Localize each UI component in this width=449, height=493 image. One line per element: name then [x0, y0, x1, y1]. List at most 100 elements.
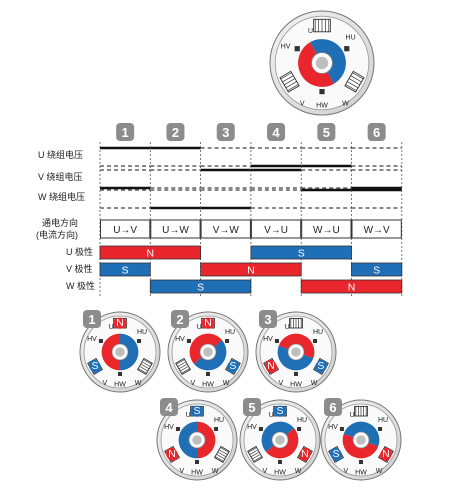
w-polarity-label: W 极性 [66, 280, 95, 291]
coil-label-w: W [311, 380, 318, 387]
coil-label-u: U [308, 28, 313, 35]
coil-winding [347, 81, 359, 89]
hall-sensor [339, 427, 344, 431]
coil-winding [283, 78, 296, 86]
coil-winding [218, 449, 228, 455]
pole-label: S [276, 405, 283, 417]
step-header-badge [166, 123, 185, 141]
u-polarity-pole: S [298, 248, 305, 260]
pole-u [190, 405, 204, 417]
coil-winding [280, 72, 292, 80]
pole-label: S [333, 448, 340, 460]
coil-winding [252, 453, 261, 460]
hall-label-hw: HW [316, 103, 328, 110]
pole-w [315, 359, 327, 373]
coil-w: N [377, 445, 394, 463]
pole-v [89, 359, 101, 373]
rotor-south-half [178, 421, 197, 459]
v-polarity-bar [351, 262, 403, 277]
step-header-number: 3 [222, 125, 229, 140]
step-header-number: 5 [323, 125, 330, 140]
hall-sensor [206, 372, 210, 376]
hall-label-hu: HU [214, 417, 224, 424]
coil-w: N [296, 445, 313, 463]
step-motor-number: 1 [88, 312, 95, 327]
hall-sensor [98, 339, 103, 343]
step-header-badge [367, 123, 386, 141]
hall-label-hv: HV [263, 336, 273, 343]
w-polarity-pole: S [197, 282, 204, 294]
direction-text: U→V [113, 225, 137, 236]
hall-label-hu: HU [137, 329, 147, 336]
pole-u [201, 317, 215, 329]
pole-label: N [382, 448, 390, 460]
coil-winding [181, 368, 190, 374]
coil-winding [138, 368, 147, 374]
step-motor-badge [243, 398, 261, 416]
coil-label-u: U [197, 324, 202, 331]
hall-label-hw: HW [290, 381, 302, 388]
pole-label: N [267, 360, 275, 372]
rotor-shaft [115, 347, 125, 357]
hall-sensor [258, 427, 263, 431]
coil-u: S [273, 405, 287, 417]
hall-sensor [319, 89, 325, 95]
hall-label-hu: HU [378, 417, 388, 424]
hall-label-hw: HW [202, 381, 214, 388]
hall-sensor [297, 427, 302, 431]
coil-winding [253, 456, 262, 462]
row-labels: U 绕组电压 V 绕组电压 W 绕组电压 通电方向 (电流方向) U 极性 V … [36, 149, 95, 291]
coil-winding [216, 453, 225, 460]
step-header-number: 1 [122, 125, 129, 140]
direction-text: V→U [264, 225, 288, 236]
coil-label-w: W [342, 101, 349, 108]
hall-label-hv: HV [175, 336, 185, 343]
coil-winding [250, 451, 260, 458]
pole-u [273, 405, 287, 417]
hall-label-hu: HU [313, 329, 323, 336]
step-motor-badge [83, 310, 101, 328]
coil-winding [140, 363, 150, 370]
hall-sensor [359, 460, 363, 464]
coil-winding [249, 449, 259, 455]
direction-cell [250, 219, 302, 239]
direction-label: 通电方向 [42, 217, 78, 228]
coil-winding [285, 81, 297, 89]
hall-sensor [274, 339, 279, 343]
step-motor-number: 5 [248, 400, 255, 415]
coil-label-u: U [109, 324, 114, 331]
coil-winding [177, 361, 187, 367]
hall-label-hu: HU [346, 35, 356, 42]
step-motor-badge [160, 398, 178, 416]
coil-w [136, 357, 153, 375]
coil-winding [282, 75, 294, 83]
coil-winding [176, 359, 185, 365]
direction-text: W→U [313, 225, 340, 236]
coil-label-u: U [186, 412, 191, 419]
coil-winding [143, 359, 152, 365]
rotor-shaft [291, 347, 301, 357]
w-voltage-label: W 绕组电压 [38, 191, 85, 202]
coil-label-w: W [376, 468, 383, 475]
pole-w [380, 447, 392, 461]
coil-label-u: U [350, 412, 355, 419]
rotor-shaft [203, 347, 213, 357]
hall-sensor [344, 46, 350, 52]
coil-w [344, 70, 365, 93]
coil-label-v: V [300, 101, 305, 108]
direction-text: U→W [162, 225, 189, 236]
coil-u: N [113, 317, 127, 329]
hall-sensor [378, 427, 383, 431]
step-header-number: 4 [272, 125, 280, 140]
coil-winding [352, 72, 364, 80]
v-voltage-label: V 绕组电压 [38, 171, 83, 182]
